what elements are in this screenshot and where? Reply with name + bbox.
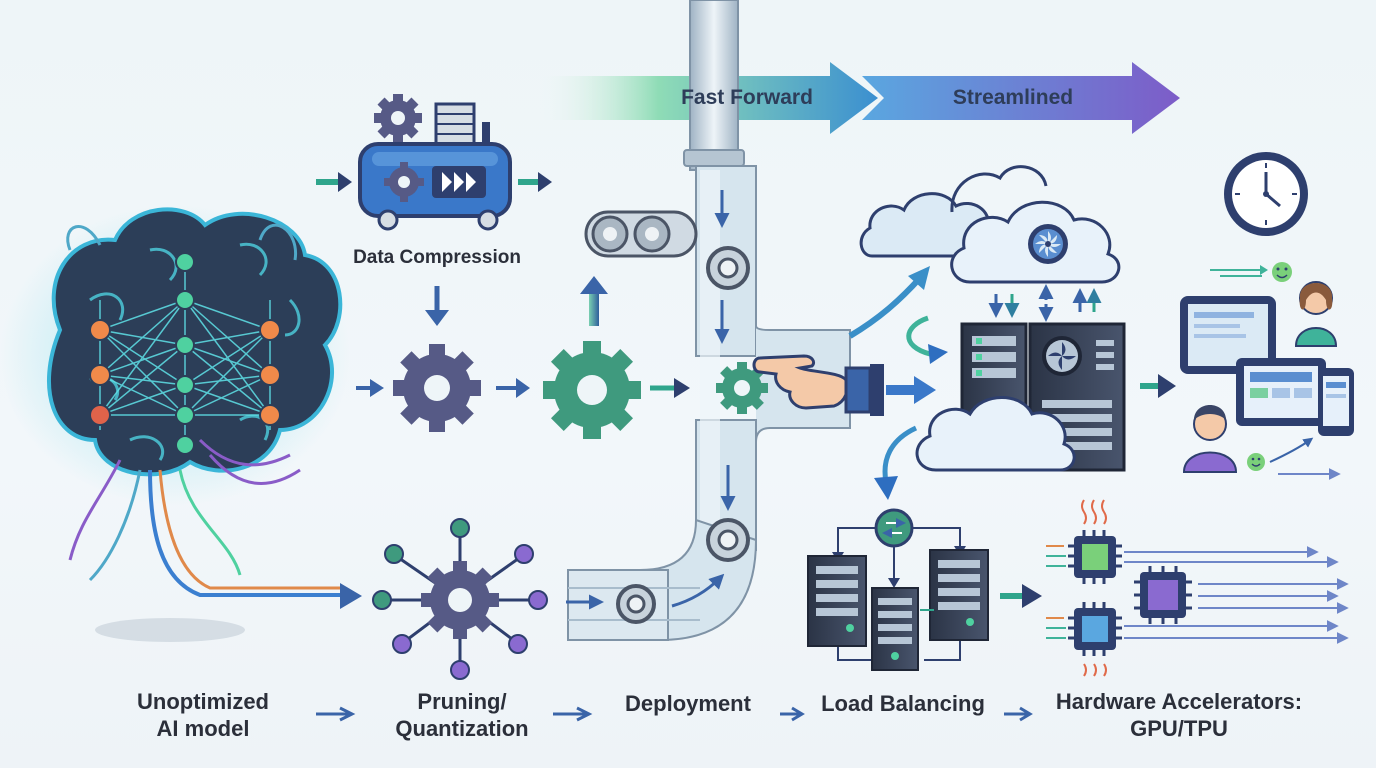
data-compression-label: Data Compression bbox=[353, 247, 521, 268]
label-flow-arrows bbox=[316, 706, 1033, 722]
user-icon bbox=[1182, 405, 1238, 473]
speed-lines bbox=[1046, 545, 1349, 644]
server-icon bbox=[871, 587, 919, 671]
hardware-line1: Hardware Accelerators: bbox=[1055, 689, 1303, 714]
hand-icon bbox=[752, 354, 936, 416]
fast-forward-label: Fast Forward bbox=[681, 86, 813, 109]
hardware-accelerators-label: Hardware Accelerators: GPU/TPU bbox=[1036, 688, 1322, 742]
chip-icon bbox=[1134, 566, 1192, 624]
unoptimized-ai-model-label: Unoptimized AI model bbox=[108, 688, 298, 742]
pruning-line1: Pruning/ bbox=[417, 689, 507, 714]
chip-icon bbox=[1068, 602, 1122, 677]
smiley-icon bbox=[1247, 437, 1341, 480]
phone-icon bbox=[1318, 368, 1354, 436]
pipeline-icon bbox=[566, 0, 851, 641]
gear-icon bbox=[543, 276, 690, 439]
pruning-line2: Quantization bbox=[395, 716, 529, 741]
streamlined-banner bbox=[862, 62, 1180, 134]
smiley-icon bbox=[1210, 262, 1292, 282]
load-balancer-icon bbox=[832, 508, 966, 661]
clock-icon bbox=[1224, 152, 1308, 236]
gear-icon bbox=[356, 344, 530, 432]
deployment-label: Deployment bbox=[625, 691, 751, 716]
pruning-quantization-label: Pruning/ Quantization bbox=[372, 688, 552, 742]
tablet-icon bbox=[1180, 296, 1276, 374]
monitor-icon bbox=[1236, 358, 1326, 426]
chip-icon bbox=[1068, 499, 1122, 584]
transfer-arrows bbox=[848, 266, 1102, 364]
user-icon bbox=[1294, 281, 1338, 347]
streamlined-label: Streamlined bbox=[952, 86, 1074, 109]
brain-network-icon bbox=[0, 205, 362, 642]
server-icon bbox=[960, 322, 1126, 472]
cloud-icon bbox=[915, 396, 1076, 472]
flow-arrow bbox=[1000, 584, 1042, 608]
flow-arrows bbox=[874, 374, 1176, 500]
unoptimized-line2: AI model bbox=[156, 716, 250, 741]
compressor-icon bbox=[316, 94, 552, 326]
server-icon bbox=[807, 555, 867, 647]
cloud-icon bbox=[950, 165, 1121, 284]
load-balancing-label: Load Balancing bbox=[821, 691, 985, 716]
server-icon bbox=[920, 549, 989, 641]
hardware-line2: GPU/TPU bbox=[1130, 716, 1228, 741]
pruning-network-icon bbox=[372, 518, 548, 680]
unoptimized-line1: Unoptimized bbox=[137, 689, 269, 714]
